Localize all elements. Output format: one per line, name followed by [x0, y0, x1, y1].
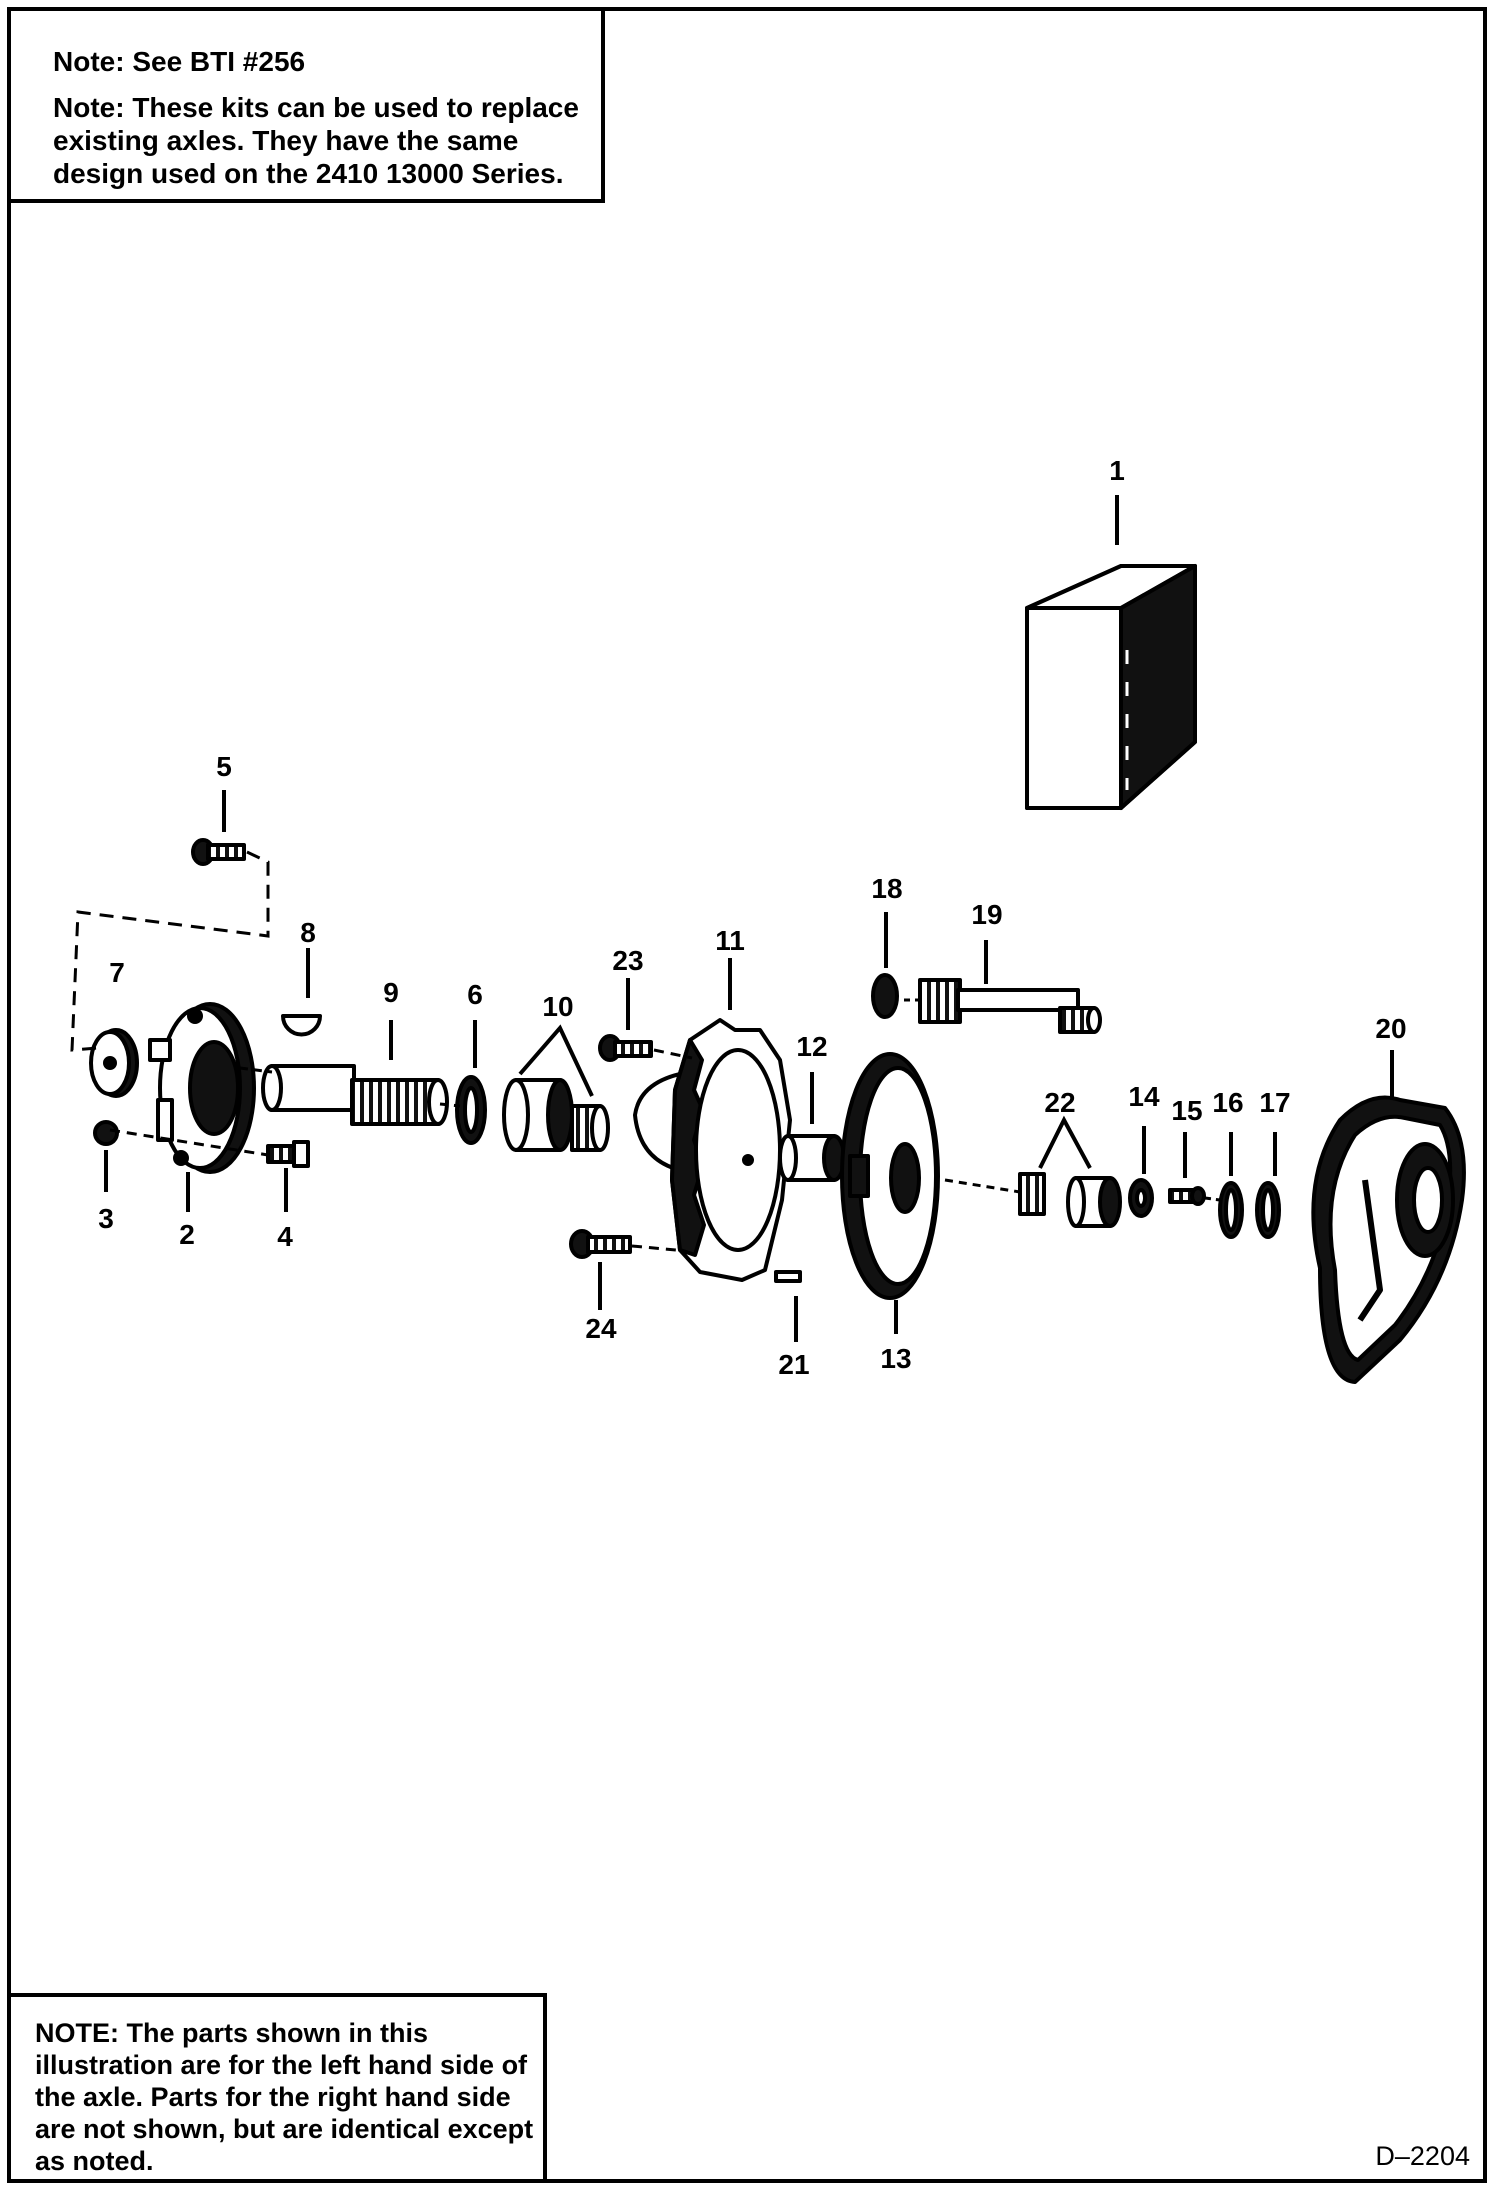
callout-22: 22	[1044, 1087, 1075, 1118]
kit-box	[1025, 564, 1197, 810]
callout-12: 12	[796, 1031, 827, 1062]
bearing-set	[502, 1078, 610, 1152]
callout-2: 2	[179, 1219, 195, 1250]
housing-bolt-24	[569, 1229, 632, 1259]
drawing-code: D–2204	[1375, 2141, 1470, 2171]
callout-16: 16	[1212, 1087, 1243, 1118]
thrust-washer	[1128, 1178, 1154, 1218]
wheel-stud	[266, 1140, 310, 1168]
wheel-nut	[93, 1120, 119, 1146]
callout-13: 13	[880, 1343, 911, 1374]
pinion-bearing	[1018, 1172, 1122, 1228]
callout-10: 10	[542, 991, 573, 1022]
callout-8: 8	[300, 917, 316, 948]
note-box-bottom: NOTE: The parts shown in this illustrati…	[7, 1993, 547, 2183]
callout-labels: 1 2 3 4 5 6 7 8 9 10 11 12 13 14 15 16 1…	[98, 455, 1406, 1380]
callout-14: 14	[1128, 1081, 1160, 1112]
note-left-hand-side: NOTE: The parts shown in this illustrati…	[35, 2018, 534, 2176]
callout-17: 17	[1259, 1087, 1290, 1118]
note-box-top: Note: See BTI #256 Note: These kits can …	[7, 7, 605, 203]
housing-bolt-23	[598, 1034, 653, 1062]
woodruff-key	[281, 1014, 322, 1037]
callout-7: 7	[109, 957, 125, 988]
hub-bolt	[191, 838, 246, 866]
callout-11: 11	[715, 925, 745, 956]
callout-23: 23	[612, 945, 643, 976]
callout-20: 20	[1375, 1013, 1406, 1044]
note-kits: Note: These kits can be used to replace …	[53, 92, 579, 189]
callout-15: 15	[1171, 1095, 1202, 1126]
cap-screw	[1168, 1186, 1206, 1206]
axle-seal	[455, 1075, 487, 1145]
callout-24: 24	[585, 1313, 617, 1344]
roll-pin	[774, 1270, 802, 1283]
guide-lines	[70, 850, 1221, 1252]
axle-shaft	[261, 1064, 449, 1126]
pinion-shaft	[918, 978, 1102, 1034]
cover-plate	[1311, 1095, 1466, 1384]
callout-4: 4	[277, 1221, 293, 1252]
wheel-hub	[148, 1002, 256, 1174]
callout-19: 19	[971, 899, 1002, 930]
callout-leaders	[104, 495, 1394, 1342]
axle-housing	[633, 1018, 792, 1282]
bushing	[778, 1134, 846, 1182]
callout-5: 5	[216, 751, 232, 782]
page-frame	[7, 7, 1487, 2183]
callout-1: 1	[1109, 455, 1125, 486]
callout-21: 21	[778, 1349, 809, 1380]
callout-3: 3	[98, 1203, 114, 1234]
callout-9: 9	[383, 977, 399, 1008]
hub-cap	[89, 1028, 139, 1098]
callout-6: 6	[467, 979, 483, 1010]
final-drive-gear	[840, 1052, 940, 1300]
pinion-seal	[871, 973, 899, 1019]
callout-18: 18	[871, 873, 902, 904]
note-bti: Note: See BTI #256	[53, 46, 306, 77]
